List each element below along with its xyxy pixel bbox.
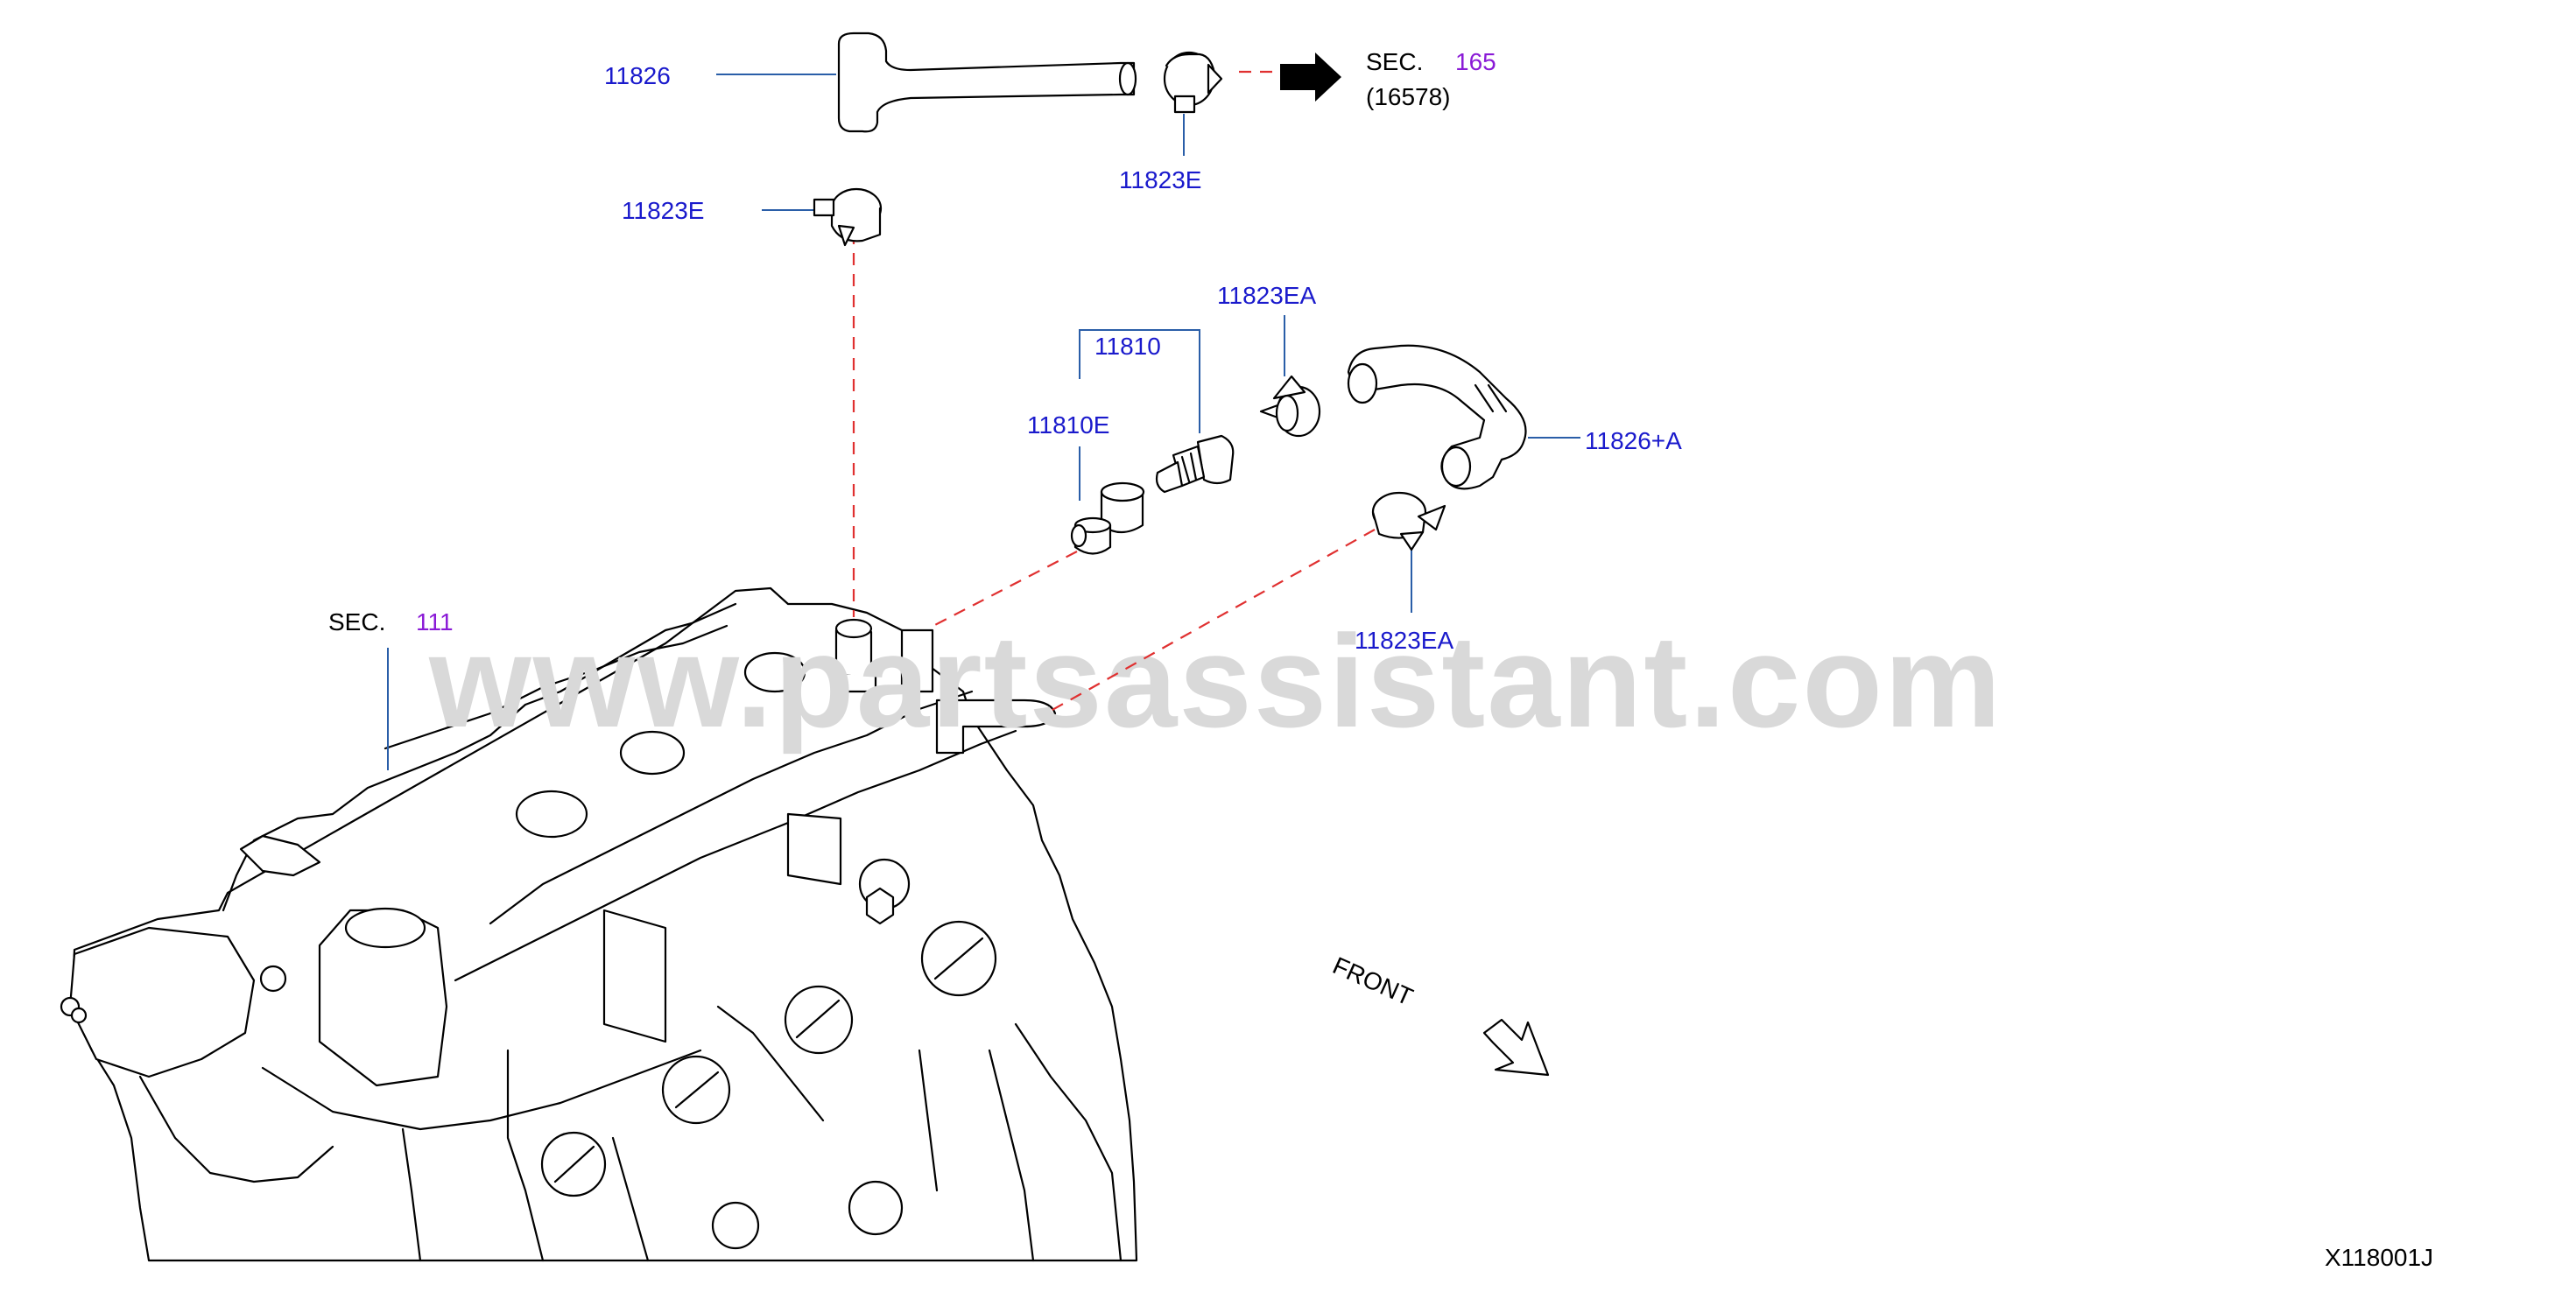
pcv-valve-11810[interactable]: [1155, 434, 1235, 494]
grommet-11810E[interactable]: [1070, 481, 1145, 555]
clamp-11823EA-top[interactable]: [1259, 375, 1321, 438]
hose-11826[interactable]: [837, 32, 1137, 133]
sec-165-subpart: (16578): [1366, 83, 1451, 110]
clamp-11823E-top[interactable]: [1163, 51, 1223, 114]
label-11823E-left[interactable]: 11823E: [622, 197, 704, 224]
label-11823EA-bottom[interactable]: 11823EA: [1355, 627, 1453, 654]
sec-165-link[interactable]: 165: [1455, 48, 1496, 75]
label-11810E[interactable]: 11810E: [1027, 411, 1109, 439]
front-label: FRONT: [1329, 951, 1418, 1011]
label-11823EA-top[interactable]: 11823EA: [1217, 282, 1316, 309]
sec-165-prefix: SEC.: [1366, 48, 1423, 75]
front-arrow-icon: [1482, 1018, 1550, 1077]
label-11826[interactable]: 11826: [604, 62, 671, 89]
sec-111-link[interactable]: 111: [416, 608, 454, 635]
clamp-11823EA-bottom[interactable]: [1371, 491, 1446, 551]
diagram-id: X118001J: [2325, 1244, 2433, 1271]
label-11823E-top[interactable]: 11823E: [1119, 166, 1201, 193]
leader-lines: [387, 74, 1580, 770]
label-11826A[interactable]: 11826+A: [1585, 427, 1682, 454]
clamp-11823E-left[interactable]: [813, 187, 883, 247]
section-arrow: [1280, 53, 1341, 102]
hose-11826A[interactable]: [1347, 344, 1527, 490]
label-11810[interactable]: 11810: [1094, 333, 1161, 360]
engine-assembly-drawing: [60, 586, 1138, 1262]
connection-lines: [852, 70, 1376, 712]
sec-111-prefix: SEC.: [328, 608, 385, 635]
watermark-text: www.partsassistant.com: [428, 607, 2002, 755]
